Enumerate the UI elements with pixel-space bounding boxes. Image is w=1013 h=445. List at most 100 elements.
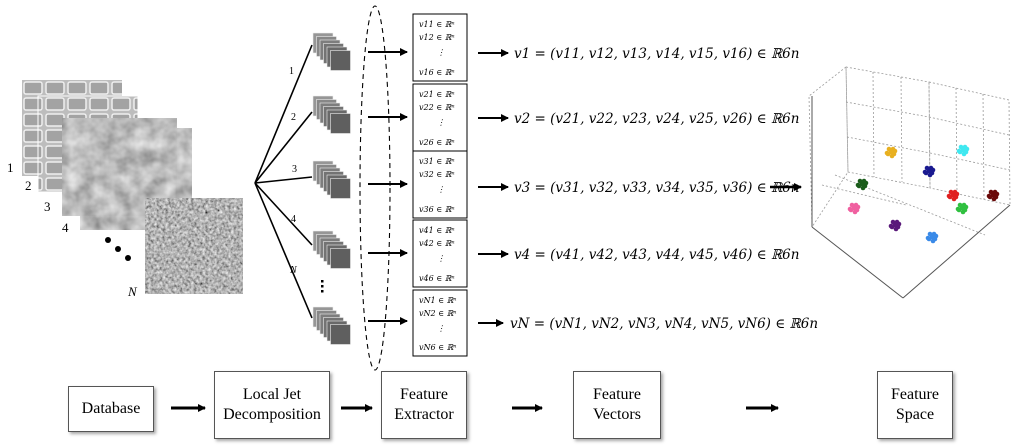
plot-side-wall [928,81,1011,206]
plot-back-wall [845,66,931,189]
feature-row: v42 ∈ ℝⁿ [419,239,455,248]
vector-equations: v1 = (v11, v12, v13, v14, v15, v16) ∈ ℝ6… [510,46,818,332]
feature-row: v41 ∈ ℝⁿ [419,226,455,235]
cluster-point [964,146,970,152]
feature-row: ⋮ [437,254,445,263]
feature-row: v32 ∈ ℝⁿ [419,170,455,179]
cluster-point [922,169,928,175]
step-label: Extractor [394,406,454,423]
jet-stack [312,95,351,134]
ellipsis-dot [105,237,111,243]
cluster-point [988,189,994,195]
feature-box-n: vN1 ∈ ℝⁿ vN2 ∈ ℝⁿ ⋮ vN6 ∈ ℝⁿ [412,289,468,357]
branch-line [254,44,313,184]
cluster-point [933,233,939,239]
grid-line [929,152,1011,171]
cluster-point [852,209,858,215]
database-image-stack: 1 2 3 4 N [7,80,243,299]
cluster-point [884,150,890,156]
cluster-point [946,193,952,199]
cluster-point [957,202,963,208]
branch-label: 2 [291,112,296,123]
cluster-point [930,167,936,173]
ellipsis-dot [321,290,324,293]
feature-row: ⋮ [437,118,445,127]
ellipsis-dot [115,246,121,252]
stack-ellipsis [321,280,324,293]
jet-stack [312,160,351,199]
feature-box-4: v41 ∈ ℝⁿ v42 ∈ ℝⁿ ⋮ v46 ∈ ℝⁿ [412,219,468,288]
step-label: Database [81,400,141,417]
feature-row: v31 ∈ ℝⁿ [419,157,455,166]
texture-image-n [145,198,243,294]
database-step: Database [68,386,154,432]
image-label: N [127,284,138,299]
feature-row: v46 ∈ ℝⁿ [419,274,455,283]
cluster-point [963,204,969,210]
grid-line [928,116,1010,136]
jet-decomposition-stacks [312,32,351,345]
feature-row: v11 ∈ ℝⁿ [419,20,455,29]
feature-row: v21 ∈ ℝⁿ [419,90,455,99]
branch-line [254,182,313,246]
feature-row: vN6 ∈ ℝⁿ [419,343,457,352]
grid-line [955,87,958,195]
cluster-point [994,191,1000,197]
cluster-point [956,148,962,154]
step-label: Feature [593,386,641,403]
cluster-point [863,180,869,186]
cluster-point [991,196,997,202]
branch-line [254,176,313,184]
step-label: Feature [400,386,448,403]
branch-lines [254,44,313,319]
feature-extractor-step: Feature Extractor [381,371,467,439]
plot-floor [811,96,1011,299]
vector-equation: v1 = (v11, v12, v13, v14, v15, v16) ∈ ℝ6… [514,46,799,62]
cluster-point [948,189,954,195]
cluster-point [986,193,992,199]
feature-row: vN1 ∈ ℝⁿ [419,296,457,305]
cluster-point [960,209,966,215]
vector-equation: vN = (vN1, vN2, vN3, vN4, vN5, vN6) ∈ ℝ6… [510,316,818,332]
cluster-point [954,191,960,197]
branch-label: N [289,265,298,276]
cluster-point [860,185,866,191]
jet-image [330,50,351,71]
jet-image [330,113,351,134]
grid-line [900,76,903,183]
feature-space-step: Feature Space [877,371,953,439]
cluster-point [855,182,861,188]
local-jet-step: Local Jet Decomposition [214,371,330,439]
feature-row: ⋮ [437,185,445,194]
ellipsis-dot [321,280,324,283]
jet-image [330,324,351,345]
feature-box-3: v31 ∈ ℝⁿ v32 ∈ ℝⁿ ⋮ v36 ∈ ℝⁿ [412,150,468,219]
cluster-point [888,223,894,229]
jet-stack [312,306,351,345]
image-label: 2 [25,178,32,193]
feature-row: v26 ∈ ℝⁿ [419,138,455,147]
step-label: Feature [891,386,939,403]
plot-axis [811,226,904,299]
plot-left-wall [808,66,849,229]
cluster-point [927,172,933,178]
cluster-point [892,148,898,154]
vector-equation: v3 = (v31, v32, v33, v34, v35, v36) ∈ ℝ6… [514,180,799,196]
step-label: Local Jet [242,386,302,403]
feature-row: ⋮ [437,324,445,333]
cluster-point [930,238,936,244]
feature-clusters [847,144,1000,244]
step-label: Decomposition [223,406,321,423]
branch-label: 1 [289,66,294,77]
jet-image [330,178,351,199]
branch-labels: 1 2 3 4 N [289,66,298,276]
feature-row: v36 ∈ ℝⁿ [419,205,455,214]
cluster-point [847,206,853,212]
grid-line [872,71,875,178]
step-label: Space [895,406,935,423]
branch-label: 3 [292,164,297,175]
box-to-vector-arrows [478,49,509,327]
cluster-point [924,165,930,171]
feature-box-1: v11 ∈ ℝⁿ v12 ∈ ℝⁿ ⋮ v16 ∈ ℝⁿ [412,13,468,82]
